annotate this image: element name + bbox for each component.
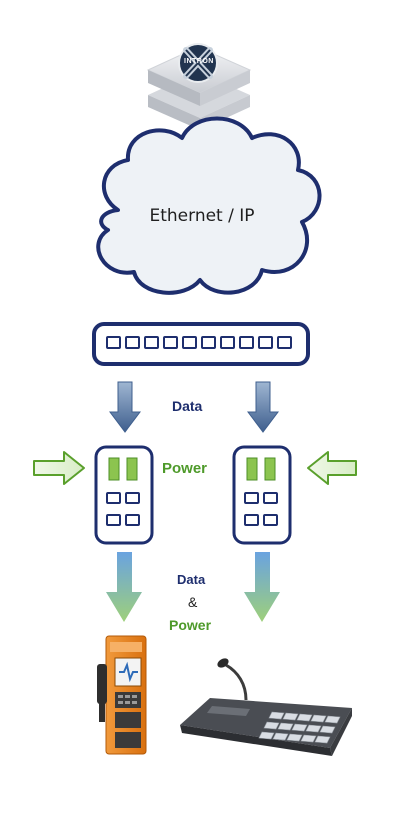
ampersand-label: & — [188, 594, 198, 610]
logo-text: INTRON — [184, 58, 214, 65]
data-label-bottom: Data — [177, 572, 206, 587]
power-label: Power — [162, 460, 208, 477]
network-label: Ethernet / IP — [149, 206, 255, 226]
power-label-bottom: Power — [169, 617, 212, 633]
data-label-top: Data — [172, 398, 203, 414]
